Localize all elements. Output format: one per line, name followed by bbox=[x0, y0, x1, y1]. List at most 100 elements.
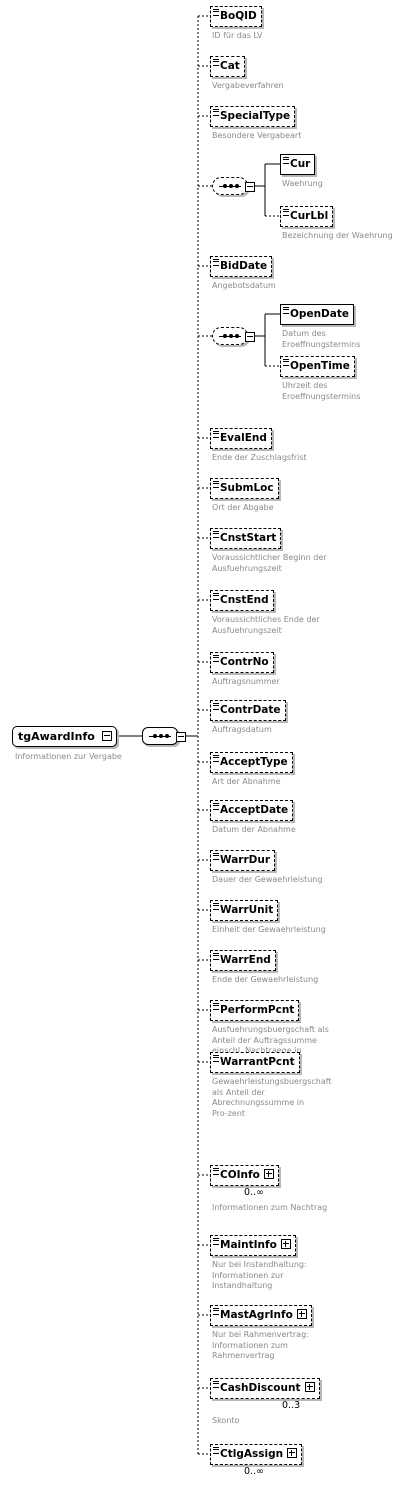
element-label: CashDiscount bbox=[220, 1382, 301, 1394]
element-icon bbox=[213, 481, 219, 488]
element-label: SubmLoc bbox=[220, 482, 274, 494]
element-warrunit[interactable]: WarrUnit bbox=[210, 900, 279, 921]
sequence-compositor bbox=[142, 727, 178, 745]
sequence-compositor bbox=[212, 177, 248, 195]
expand-icon[interactable] bbox=[263, 1169, 274, 1179]
sequence-compositor bbox=[212, 327, 248, 345]
element-icon bbox=[213, 703, 219, 710]
expand-icon[interactable] bbox=[296, 1309, 307, 1319]
element-label: COInfo bbox=[220, 1169, 260, 1181]
occurrence-label: 0..3 bbox=[282, 1400, 301, 1411]
element-icon bbox=[213, 953, 219, 960]
element-icon bbox=[213, 259, 219, 266]
element-submloc[interactable]: SubmLoc bbox=[210, 478, 279, 499]
element-label: ContrNo bbox=[220, 656, 269, 668]
element-ctlgassign[interactable]: CtlgAssign bbox=[210, 1444, 303, 1465]
element-label: AcceptType bbox=[220, 756, 288, 768]
sequence-collapse-icon[interactable] bbox=[245, 332, 255, 342]
element-curlbl[interactable]: CurLbl bbox=[280, 206, 334, 227]
element-warrdur[interactable]: WarrDur bbox=[210, 850, 276, 871]
element-cashdiscount[interactable]: CashDiscount bbox=[210, 1378, 320, 1399]
element-warrantpcnt[interactable]: WarrantPcnt bbox=[210, 1052, 300, 1073]
element-description: Auftragsdatum bbox=[212, 725, 272, 734]
element-icon bbox=[283, 307, 289, 314]
element-description: Ende der Zuschlagsfrist bbox=[212, 453, 307, 462]
expand-icon[interactable] bbox=[304, 1382, 315, 1392]
element-label: PerformPcnt bbox=[220, 1004, 295, 1016]
element-coinfo[interactable]: COInfo bbox=[210, 1165, 279, 1186]
element-description: Nur bei Rahmenvertrag: Informationen zum… bbox=[212, 1330, 309, 1360]
element-maintinfo[interactable]: MaintInfo bbox=[210, 1235, 296, 1256]
collapse-icon[interactable] bbox=[101, 731, 112, 741]
element-icon bbox=[213, 1381, 219, 1388]
element-cnststart[interactable]: CnstStart bbox=[210, 528, 282, 549]
element-label: CnstStart bbox=[220, 532, 277, 544]
element-description: Skonto bbox=[212, 1416, 240, 1425]
element-warrend[interactable]: WarrEnd bbox=[210, 950, 276, 971]
element-opentime[interactable]: OpenTime bbox=[280, 356, 355, 377]
element-icon bbox=[213, 1168, 219, 1175]
element-cat[interactable]: Cat bbox=[210, 56, 245, 77]
sequence-collapse-icon[interactable] bbox=[245, 182, 255, 192]
element-accepttype[interactable]: AcceptType bbox=[210, 752, 293, 773]
expand-icon[interactable] bbox=[287, 1448, 298, 1458]
element-icon bbox=[283, 359, 289, 366]
element-evalend[interactable]: EvalEnd bbox=[210, 428, 272, 449]
element-label: BoQID bbox=[220, 10, 257, 22]
element-description: ID für das LV bbox=[212, 31, 263, 40]
element-description: Datum des Eroeffnungstermins bbox=[282, 329, 361, 349]
element-icon bbox=[213, 803, 219, 810]
sequence-collapse-icon[interactable] bbox=[176, 732, 186, 742]
element-opendate[interactable]: OpenDate bbox=[280, 304, 354, 325]
element-icon bbox=[283, 209, 289, 216]
element-label: Cur bbox=[290, 158, 311, 170]
element-description: Einheit der Gewaehrleistung bbox=[212, 925, 326, 934]
element-label: MaintInfo bbox=[220, 1239, 277, 1251]
element-contrno[interactable]: ContrNo bbox=[210, 652, 274, 673]
element-description: Auftragsnummer bbox=[212, 677, 280, 686]
element-label: CtlgAssign bbox=[220, 1448, 284, 1460]
root-description: Informationen zur Vergabe bbox=[15, 752, 122, 761]
element-icon bbox=[213, 903, 219, 910]
element-label: BidDate bbox=[220, 260, 268, 272]
element-icon bbox=[283, 157, 289, 164]
element-label: CurLbl bbox=[290, 210, 329, 222]
element-icon bbox=[213, 109, 219, 116]
element-cnstend[interactable]: CnstEnd bbox=[210, 590, 274, 611]
element-label: WarrEnd bbox=[220, 954, 271, 966]
element-description: Art der Abnahme bbox=[212, 777, 281, 786]
element-label: WarrDur bbox=[220, 854, 271, 866]
element-icon bbox=[213, 531, 219, 538]
element-description: Ort der Abgabe bbox=[212, 503, 274, 512]
element-description: Ende der Gewaehrleistung bbox=[212, 975, 319, 984]
element-cur[interactable]: Cur bbox=[280, 154, 316, 175]
element-icon bbox=[213, 1238, 219, 1245]
element-icon bbox=[213, 1308, 219, 1315]
expand-icon[interactable] bbox=[280, 1239, 291, 1249]
element-description: Dauer der Gewaehrleistung bbox=[212, 875, 323, 884]
element-label: OpenTime bbox=[290, 360, 350, 372]
root-element[interactable]: tgAwardInfo bbox=[12, 726, 117, 747]
element-description: Uhrzeit des Eroeffnungstermins bbox=[282, 381, 361, 401]
element-biddate[interactable]: BidDate bbox=[210, 256, 273, 277]
element-description: Angebotsdatum bbox=[212, 281, 276, 290]
element-boqid[interactable]: BoQID bbox=[210, 6, 262, 27]
element-description: Besondere Vergabeart bbox=[212, 131, 302, 140]
element-acceptdate[interactable]: AcceptDate bbox=[210, 800, 294, 821]
element-label: SpecialType bbox=[220, 110, 291, 122]
element-performpcnt[interactable]: PerformPcnt bbox=[210, 1000, 300, 1021]
element-icon bbox=[213, 59, 219, 66]
element-mastagrinfo[interactable]: MastAgrInfo bbox=[210, 1305, 312, 1326]
element-label: MastAgrInfo bbox=[220, 1309, 293, 1321]
element-specialtype[interactable]: SpecialType bbox=[210, 106, 296, 127]
element-label: CnstEnd bbox=[220, 594, 269, 606]
element-label: WarrantPcnt bbox=[220, 1056, 295, 1068]
element-label: ContrDate bbox=[220, 704, 281, 716]
element-icon bbox=[213, 1055, 219, 1062]
element-contrdate[interactable]: ContrDate bbox=[210, 700, 286, 721]
element-label: Cat bbox=[220, 60, 240, 72]
element-icon bbox=[213, 655, 219, 662]
element-icon bbox=[213, 9, 219, 16]
